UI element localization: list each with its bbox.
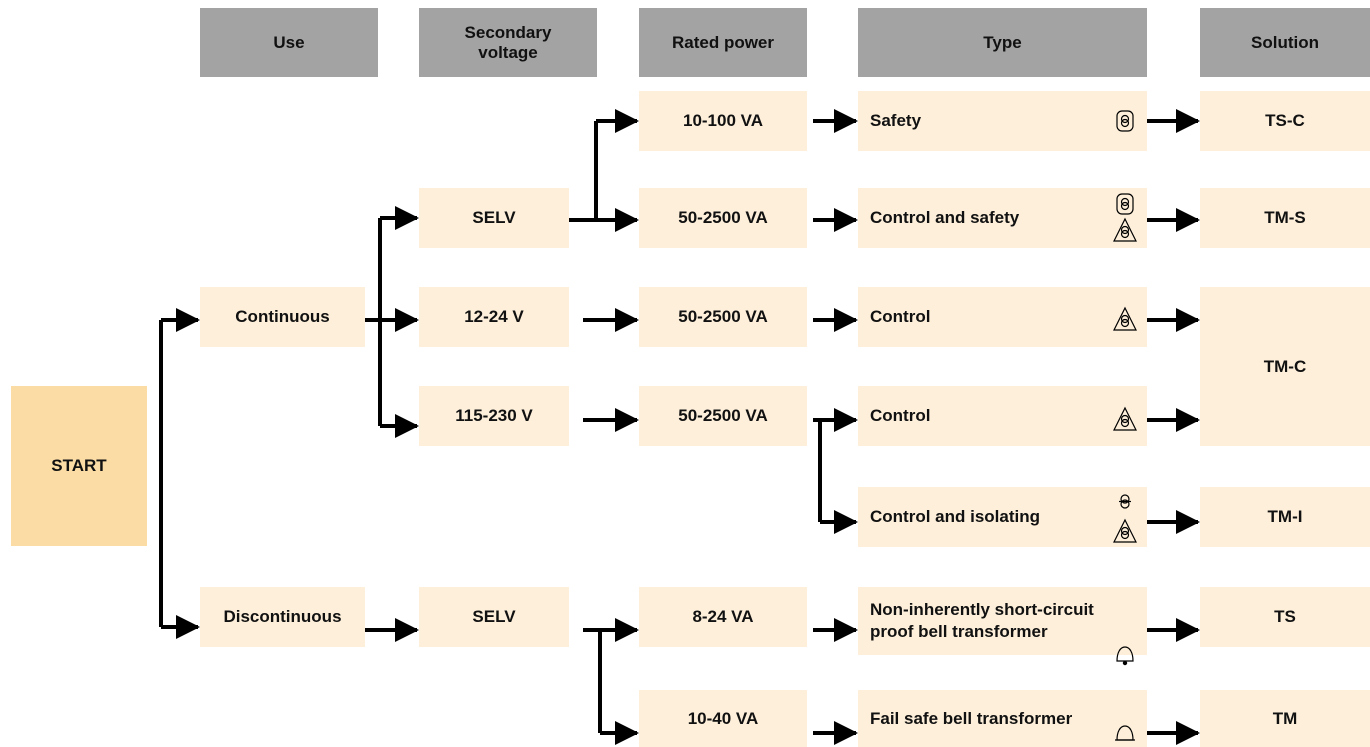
header-rated-power: Rated power bbox=[639, 8, 807, 77]
isolating-transformer-symbol-icon bbox=[1119, 494, 1131, 509]
header-secondary-voltage: Secondary voltage bbox=[419, 8, 597, 77]
control-transformer-symbol-icon bbox=[1113, 406, 1137, 431]
power-10-40: 10-40 VA bbox=[639, 690, 807, 747]
type-control-high-voltage: Control bbox=[858, 386, 1147, 446]
power-50-2500-12-24: 50-2500 VA bbox=[639, 287, 807, 347]
header-use-label: Use bbox=[273, 32, 305, 52]
power-label: 10-40 VA bbox=[687, 708, 759, 728]
voltage-selv-discontinuous: SELV bbox=[419, 587, 569, 647]
solution-label: TM-I bbox=[1267, 507, 1303, 526]
header-secondary-voltage-label: Secondary voltage bbox=[464, 22, 552, 62]
type-label: Control bbox=[870, 406, 931, 425]
power-8-24: 8-24 VA bbox=[639, 587, 807, 647]
type-safety: Safety bbox=[858, 91, 1147, 151]
bell-icon bbox=[1115, 725, 1135, 741]
start-box: START bbox=[11, 386, 147, 546]
voltage-label: SELV bbox=[472, 607, 516, 626]
voltage-115-230: 115-230 V bbox=[419, 386, 569, 446]
power-label: 50-2500 VA bbox=[678, 208, 768, 227]
control-transformer-symbol-icon bbox=[1113, 518, 1137, 543]
safety-transformer-symbol-icon bbox=[1116, 110, 1134, 132]
power-50-2500-115-230: 50-2500 VA bbox=[639, 386, 807, 446]
type-label: Fail safe bell transformer bbox=[870, 708, 1073, 728]
type-fail-safe-bell: Fail safe bell transformer bbox=[858, 690, 1147, 747]
type-label: Control bbox=[870, 307, 931, 326]
type-label: Control and isolating bbox=[870, 507, 1040, 526]
use-discontinuous-label: Discontinuous bbox=[223, 607, 342, 626]
voltage-label: 12-24 V bbox=[464, 307, 524, 326]
type-label: Control and safety bbox=[870, 208, 1020, 227]
header-rated-power-label: Rated power bbox=[671, 32, 775, 52]
control-transformer-symbol-icon bbox=[1113, 306, 1137, 331]
solution-label: TM bbox=[1272, 708, 1298, 728]
type-label: Safety bbox=[870, 111, 922, 130]
use-continuous-label: Continuous bbox=[235, 307, 330, 326]
power-label: 50-2500 VA bbox=[678, 307, 768, 326]
type-label: Non-inherently short-circuit proof bell … bbox=[870, 600, 1094, 641]
power-label: 50-2500 VA bbox=[678, 406, 768, 425]
solution-tm-s: TM-S bbox=[1200, 188, 1370, 248]
type-control-and-safety: Control and safety bbox=[858, 188, 1147, 248]
power-label: 8-24 VA bbox=[692, 607, 754, 626]
voltage-label: 115-230 V bbox=[455, 406, 533, 425]
solution-label: TM-C bbox=[1263, 356, 1307, 376]
power-50-2500-selv: 50-2500 VA bbox=[639, 188, 807, 248]
voltage-selv-continuous: SELV bbox=[419, 188, 569, 248]
solution-tm-c: TM-C bbox=[1200, 287, 1370, 446]
solution-tm: TM bbox=[1200, 690, 1370, 747]
solution-label: TS-C bbox=[1265, 111, 1305, 130]
power-10-100: 10-100 VA bbox=[639, 91, 807, 151]
safety-transformer-symbol-icon bbox=[1116, 193, 1134, 215]
start-label: START bbox=[51, 456, 107, 475]
type-control-low-voltage: Control bbox=[858, 287, 1147, 347]
solution-ts: TS bbox=[1200, 587, 1370, 647]
bell-icon bbox=[1116, 646, 1134, 666]
solution-label: TM-S bbox=[1264, 208, 1306, 227]
control-transformer-symbol-icon bbox=[1113, 217, 1137, 242]
header-type-label: Type bbox=[983, 32, 1022, 52]
voltage-label: SELV bbox=[472, 208, 516, 227]
solution-ts-c: TS-C bbox=[1200, 91, 1370, 151]
header-solution-label: Solution bbox=[1251, 32, 1319, 52]
power-label: 10-100 VA bbox=[682, 111, 763, 130]
use-discontinuous: Discontinuous bbox=[200, 587, 365, 647]
solution-label: TS bbox=[1274, 607, 1296, 626]
use-continuous: Continuous bbox=[200, 287, 365, 347]
type-non-inherently-short-circuit-proof-bell: Non-inherently short-circuit proof bell … bbox=[858, 587, 1147, 655]
type-control-and-isolating: Control and isolating bbox=[858, 487, 1147, 547]
solution-tm-i: TM-I bbox=[1200, 487, 1370, 547]
header-use: Use bbox=[200, 8, 378, 77]
header-type: Type bbox=[858, 8, 1147, 77]
voltage-12-24: 12-24 V bbox=[419, 287, 569, 347]
header-solution: Solution bbox=[1200, 8, 1370, 77]
